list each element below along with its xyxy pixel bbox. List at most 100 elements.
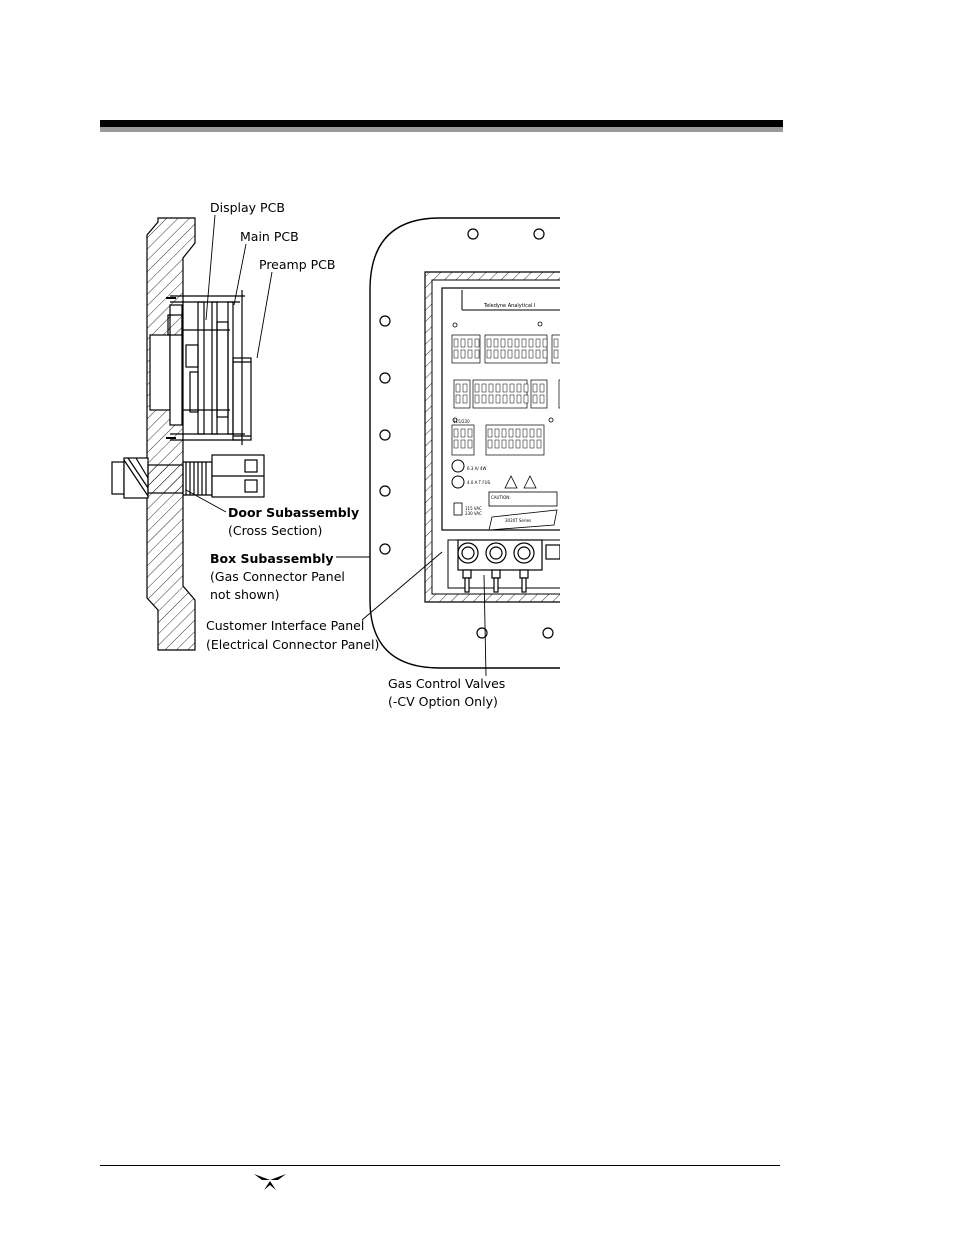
terminal-pin [481, 394, 487, 404]
terminal-pin [487, 439, 493, 449]
box-subassembly-note-1: (Gas Connector Panel [210, 569, 345, 584]
terminal-pin [460, 349, 466, 359]
door-cross-section [111, 217, 265, 651]
terminal-pin [453, 439, 459, 449]
gas-control-valves-note: (-CV Option Only) [388, 694, 498, 709]
terminal-pin [523, 394, 529, 404]
terminal-pin [514, 349, 520, 359]
terminal-pin [515, 428, 521, 438]
terminal-pin [494, 439, 500, 449]
terminal-pin [474, 383, 480, 393]
box-subassembly-label: Box Subassembly [210, 551, 334, 566]
terminal-pin [486, 349, 492, 359]
terminal-pin [521, 338, 527, 348]
terminal-pin [589, 350, 593, 358]
customer-interface-panel-label: Customer Interface Panel [206, 618, 364, 633]
terminal-pin [568, 339, 572, 347]
terminal-pin [467, 338, 473, 348]
terminal-pin [460, 439, 466, 449]
terminal-pin [495, 383, 501, 393]
terminal-pin [481, 383, 487, 393]
terminal-pin [582, 350, 586, 358]
panel-brand-text: Teledyne Analytical I [483, 303, 535, 309]
terminal-pin [582, 384, 586, 392]
terminal-pin [460, 338, 466, 348]
terminal-pin [488, 383, 494, 393]
terminal-pin [467, 349, 473, 359]
terminal-pin [523, 383, 529, 393]
terminal-pin [460, 428, 466, 438]
terminal-pin [507, 338, 513, 348]
box-front-view: Teledyne Analytical I 6.3 A/ 4W 4.0 A T … [369, 217, 600, 669]
warning-icon [523, 475, 537, 489]
terminal-pin [501, 439, 507, 449]
terminal-pin [493, 349, 499, 359]
terminal-pin [488, 394, 494, 404]
terminal-pin [502, 394, 508, 404]
door-subassembly-label: Door Subassembly [228, 505, 359, 520]
terminal-pin [515, 439, 521, 449]
terminal-pin [508, 439, 514, 449]
terminal-pin [474, 394, 480, 404]
terminal-pin [539, 394, 545, 404]
terminal-pin [516, 394, 522, 404]
terminal-pin [542, 338, 548, 348]
terminal-pin [536, 428, 542, 438]
terminal-pin [575, 395, 579, 403]
terminal-pin [453, 428, 459, 438]
terminal-pin [522, 428, 528, 438]
fuse-rating-2: 4.0 A T FUS [467, 480, 491, 485]
terminal-pin [500, 349, 506, 359]
footer-rule [100, 1165, 780, 1166]
terminal-pin [507, 349, 513, 359]
preamp-pcb-label: Preamp PCB [259, 257, 335, 272]
terminal-pin [486, 338, 492, 348]
terminal-pin [553, 338, 559, 348]
terminal-pin [453, 349, 459, 359]
terminal-pin [453, 338, 459, 348]
display-pcb-label: Display PCB [210, 200, 285, 215]
terminal-pin [561, 339, 565, 347]
terminal-pin [568, 395, 572, 403]
terminal-pin [582, 395, 586, 403]
series-label: 3020T Series [505, 518, 531, 523]
terminal-pin [589, 384, 593, 392]
terminal-pin [535, 338, 541, 348]
terminal-pin [532, 383, 538, 393]
terminal-pin [508, 428, 514, 438]
switch-label-2: 230 VAC [465, 511, 482, 516]
teledyne-logo-icon [254, 1174, 286, 1190]
voltage-label: 115/230 [453, 419, 470, 424]
terminal-pin [582, 339, 586, 347]
terminal-pin [455, 383, 461, 393]
terminal-pin [568, 350, 572, 358]
terminal-pin [529, 428, 535, 438]
terminal-pin [495, 394, 501, 404]
terminal-pin [561, 350, 565, 358]
terminal-pin [493, 338, 499, 348]
terminal-pin [516, 383, 522, 393]
fuse-rating-1: 6.3 A/ 4W [467, 466, 487, 471]
header-rule-shadow [100, 127, 783, 132]
terminal-pin [462, 383, 468, 393]
terminal-pin [509, 394, 515, 404]
terminal-pin [474, 338, 480, 348]
gas-control-valves-label: Gas Control Valves [388, 676, 505, 691]
leader-lines [185, 214, 487, 677]
terminal-pin [575, 350, 579, 358]
terminal-pin [553, 349, 559, 359]
terminal-pin [536, 439, 542, 449]
terminal-pin [462, 394, 468, 404]
electrical-hazard-icon [504, 475, 518, 489]
terminal-pin [528, 349, 534, 359]
terminal-pin [521, 349, 527, 359]
terminal-pin [575, 384, 579, 392]
terminal-pin [561, 395, 565, 403]
terminal-pin [561, 384, 565, 392]
box-subassembly-note-2: not shown) [210, 587, 280, 602]
terminal-pin [532, 394, 538, 404]
switch-label: 115 VAC [465, 506, 482, 511]
terminal-pin [596, 395, 600, 403]
terminal-pin [568, 384, 572, 392]
